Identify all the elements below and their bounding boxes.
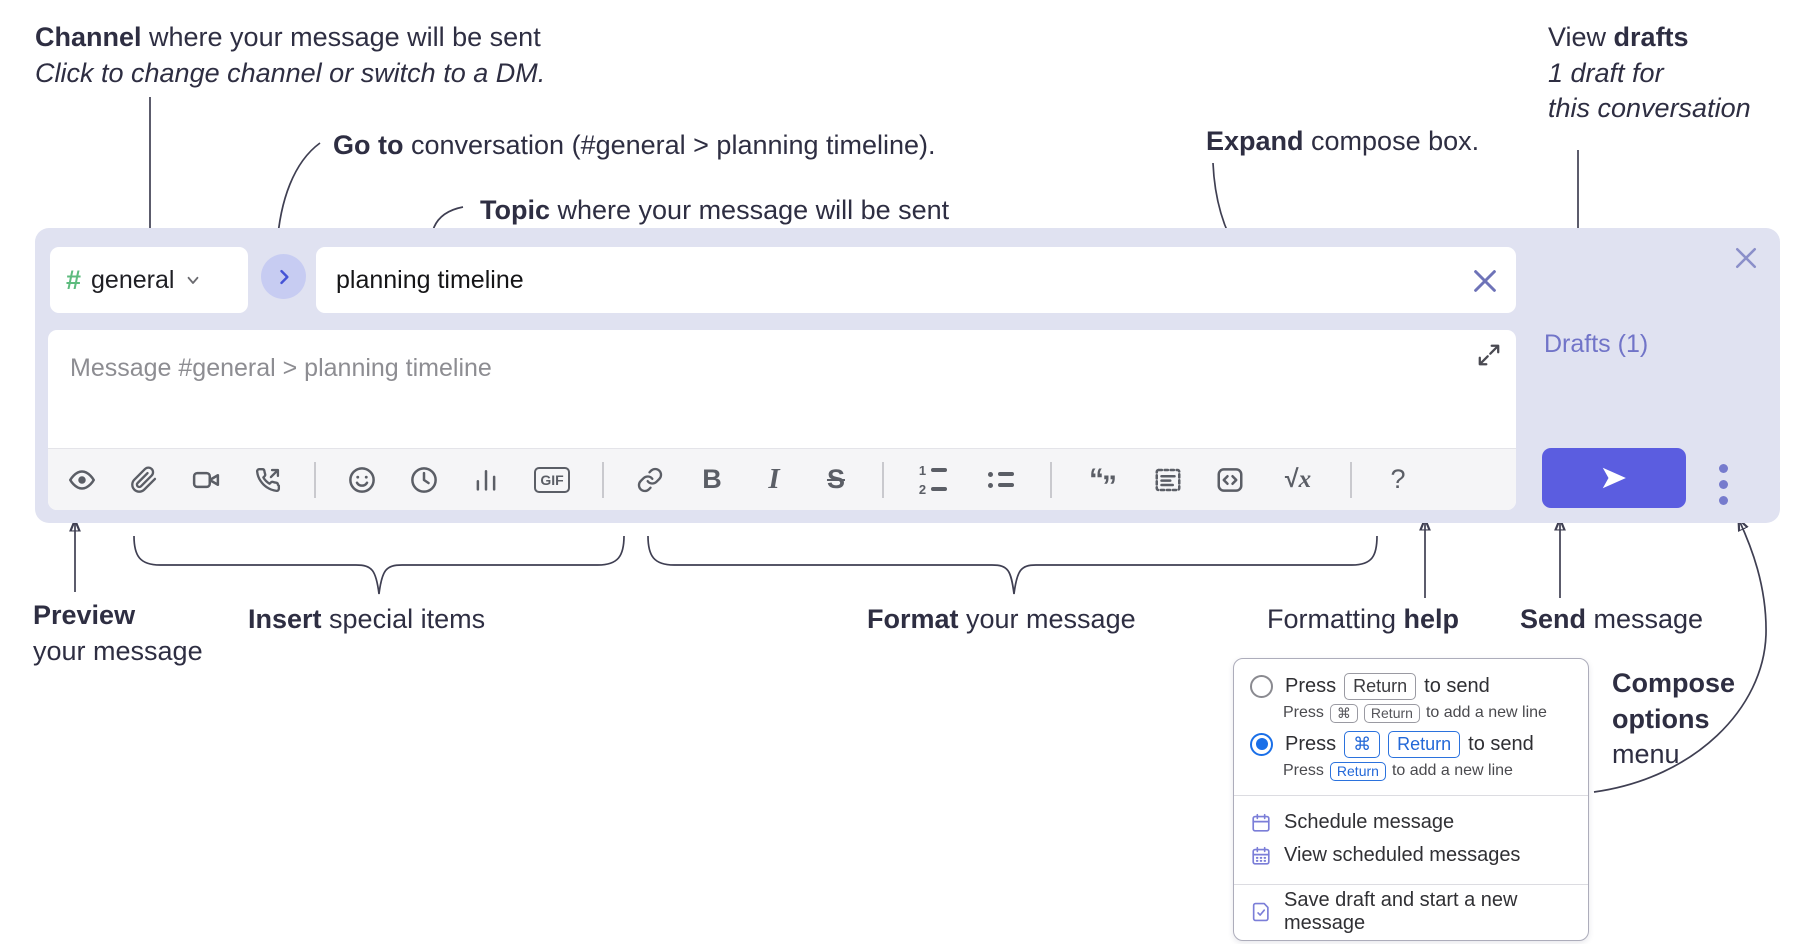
toolbar-divider	[1350, 461, 1352, 498]
toolbar-divider	[314, 461, 316, 498]
channel-hash-icon: #	[66, 264, 82, 295]
expand-annotation: Expand compose box.	[1206, 126, 1480, 156]
send-shortcut-options: Press Return to send Press ⌘ Return to a…	[1234, 659, 1588, 795]
drafts-link[interactable]: Drafts (1)	[1544, 330, 1649, 358]
return-keycap: Return	[1388, 731, 1461, 758]
option-cmd-return-subtext: Press Return to add a new line	[1283, 761, 1513, 781]
calendar-grid-icon	[1252, 846, 1270, 865]
chevron-right-icon	[279, 269, 289, 284]
topic-input[interactable]: planning timeline	[316, 247, 1516, 313]
goto-conversation-button[interactable]	[261, 254, 306, 299]
send-button[interactable]	[1542, 448, 1686, 508]
radio-unselected[interactable]	[1250, 674, 1273, 698]
gif-icon[interactable]: GIF	[532, 463, 572, 497]
close-icon[interactable]	[1732, 244, 1760, 272]
attach-paperclip-icon[interactable]	[128, 463, 160, 497]
insert-annotation: Insert special items	[248, 604, 486, 634]
option-cmd-return-to-send[interactable]: Press ⌘ Return to send	[1250, 731, 1572, 758]
return-keycap: Return	[1344, 673, 1417, 700]
video-icon[interactable]	[190, 463, 222, 497]
clear-topic-icon[interactable]	[1470, 266, 1500, 296]
compose-options-annotation: Compose options menu	[1612, 668, 1736, 770]
draft-check-icon	[1252, 902, 1269, 921]
radio-selected[interactable]	[1250, 732, 1273, 756]
bullet-list-icon[interactable]	[982, 463, 1020, 497]
formula-icon[interactable]: √x	[1284, 465, 1312, 493]
cmd-keycap: ⌘	[1344, 731, 1381, 758]
view-scheduled-messages-item[interactable]: View scheduled messages	[1250, 839, 1572, 872]
channel-annotation: Channel where your message will be sent …	[35, 22, 546, 88]
send-icon	[1602, 467, 1626, 489]
compose-options-kebab[interactable]	[1715, 460, 1732, 509]
save-draft-item[interactable]: Save draft and start a new message	[1250, 889, 1572, 934]
blockquote-icon[interactable]: “”	[1089, 462, 1117, 503]
poll-bar-chart-icon[interactable]	[470, 463, 502, 497]
audio-call-icon[interactable]	[252, 463, 284, 497]
bold-icon[interactable]: B	[702, 464, 722, 494]
topic-value: planning timeline	[336, 265, 524, 294]
message-input[interactable]: Message #general > planning timeline	[48, 330, 1516, 448]
schedule-section: Schedule message View scheduled messages	[1234, 795, 1588, 884]
preview-eye-icon[interactable]	[66, 463, 98, 497]
goto-annotation: Go to conversation (#general > planning …	[333, 130, 936, 160]
return-keycap: Return	[1329, 761, 1386, 781]
emoji-icon[interactable]	[346, 463, 378, 497]
link-icon[interactable]	[634, 463, 666, 497]
recent-clock-icon[interactable]	[408, 463, 440, 497]
topic-annotation: Topic where your message will be sent	[480, 195, 950, 225]
code-block-icon[interactable]	[1214, 463, 1246, 497]
message-composer: Message #general > planning timeline	[48, 330, 1516, 510]
code-snippet-icon[interactable]	[1152, 463, 1184, 497]
formatting-help-icon[interactable]: ?	[1390, 464, 1406, 494]
return-keycap: Return	[1363, 703, 1420, 723]
option-return-to-send[interactable]: Press Return to send	[1250, 673, 1572, 700]
cmd-keycap: ⌘	[1329, 703, 1358, 723]
expand-icon[interactable]	[1476, 342, 1502, 368]
compose-box: # general planning timeline Message #gen…	[35, 228, 1780, 523]
compose-options-menu: Press Return to send Press ⌘ Return to a…	[1233, 658, 1589, 941]
message-placeholder: Message #general > planning timeline	[70, 354, 492, 382]
schedule-message-item[interactable]: Schedule message	[1250, 806, 1572, 839]
chevron-down-icon	[188, 276, 199, 284]
toolbar-divider	[882, 461, 884, 498]
ordered-list-icon[interactable]: 1 2	[914, 463, 952, 497]
composer-toolbar: GIF B I S 1 2	[48, 448, 1516, 510]
formatting-help-annotation: Formatting help	[1267, 604, 1460, 634]
calendar-icon	[1252, 813, 1270, 832]
italic-icon[interactable]: I	[768, 463, 780, 495]
preview-annotation: Preview your message	[33, 600, 203, 666]
toolbar-divider	[602, 461, 604, 498]
send-annotation: Send message	[1520, 604, 1704, 634]
toolbar-divider	[1050, 461, 1052, 498]
channel-name: general	[91, 265, 175, 294]
save-draft-section: Save draft and start a new message	[1234, 884, 1588, 940]
channel-selector[interactable]: # general	[50, 247, 248, 313]
view-drafts-annotation: View drafts 1 draft for this conversatio…	[1548, 22, 1751, 124]
option-return-subtext: Press ⌘ Return to add a new line	[1283, 703, 1547, 723]
strikethrough-icon[interactable]: S	[826, 464, 845, 494]
format-annotation: Format your message	[867, 604, 1136, 634]
